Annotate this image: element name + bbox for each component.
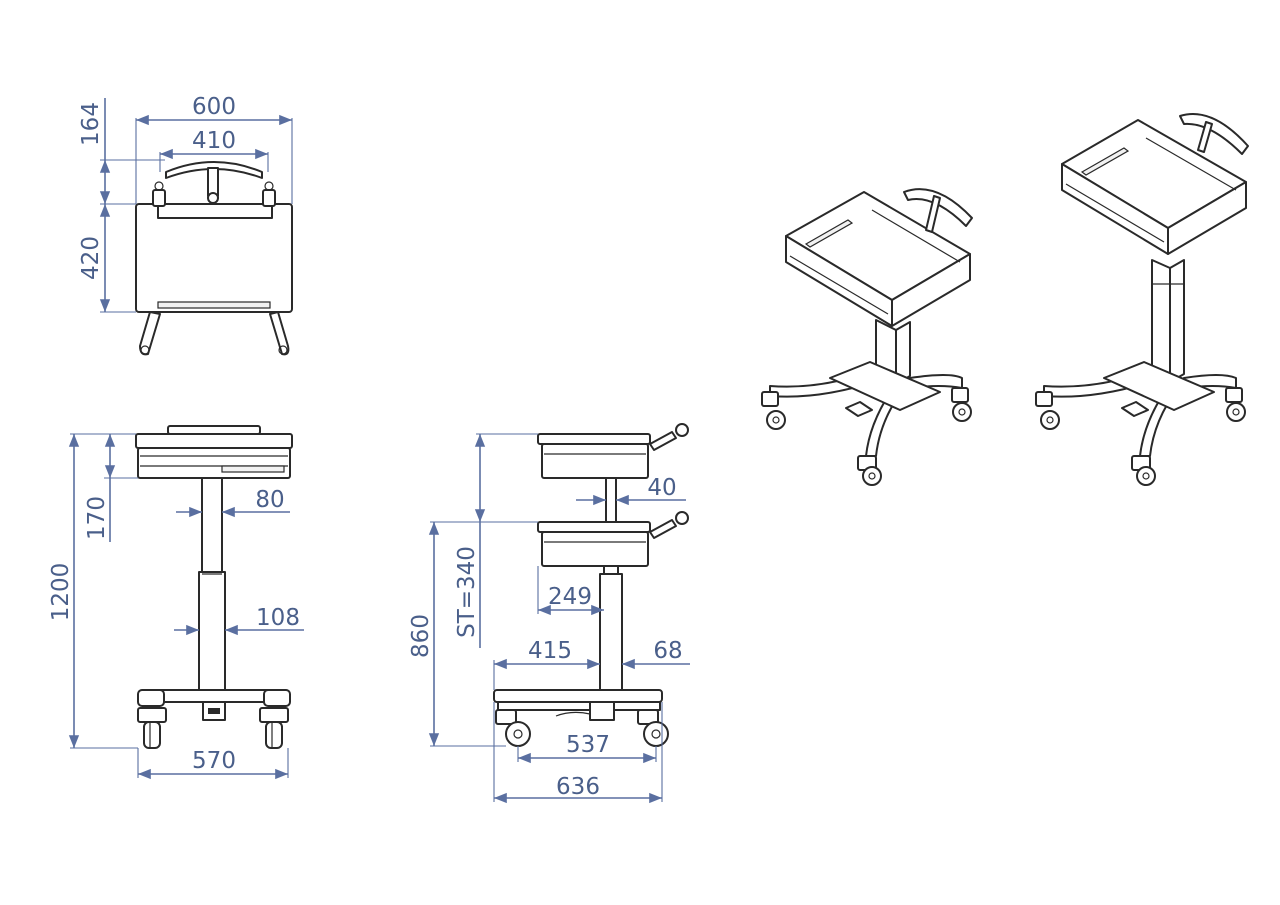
- dim-label-860: 860: [408, 614, 434, 658]
- dim-label-410: 410: [192, 128, 236, 154]
- dim-label-st: ST=340: [454, 546, 480, 638]
- front-view-cart: [135, 425, 293, 749]
- dim-label-80: 80: [255, 487, 284, 513]
- dim-label-415: 415: [528, 638, 572, 664]
- top-view-cart: [135, 161, 293, 356]
- top-view: 600 410 164 420: [78, 94, 293, 356]
- dim-label-537: 537: [566, 732, 610, 758]
- dim-label-164: 164: [78, 102, 104, 146]
- side-view-cart: [493, 423, 689, 747]
- dim-label-108: 108: [256, 605, 300, 631]
- dim-label-570: 570: [192, 748, 236, 774]
- dim-label-68: 68: [653, 638, 682, 664]
- front-view: 1200 170 80 108 570: [48, 425, 304, 780]
- dim-label-170: 170: [84, 496, 110, 540]
- side-view: 40 ST=340 860 249 415 68 537 636: [408, 423, 690, 804]
- dim-label-40: 40: [647, 475, 676, 501]
- dim-label-600: 600: [192, 94, 236, 120]
- dim-label-420: 420: [78, 236, 104, 280]
- isometric-view-raised: [1035, 113, 1249, 486]
- dim-label-1200: 1200: [48, 563, 74, 622]
- dim-label-636: 636: [556, 774, 600, 800]
- dim-label-249: 249: [548, 584, 592, 610]
- isometric-view-lowered: [761, 188, 973, 486]
